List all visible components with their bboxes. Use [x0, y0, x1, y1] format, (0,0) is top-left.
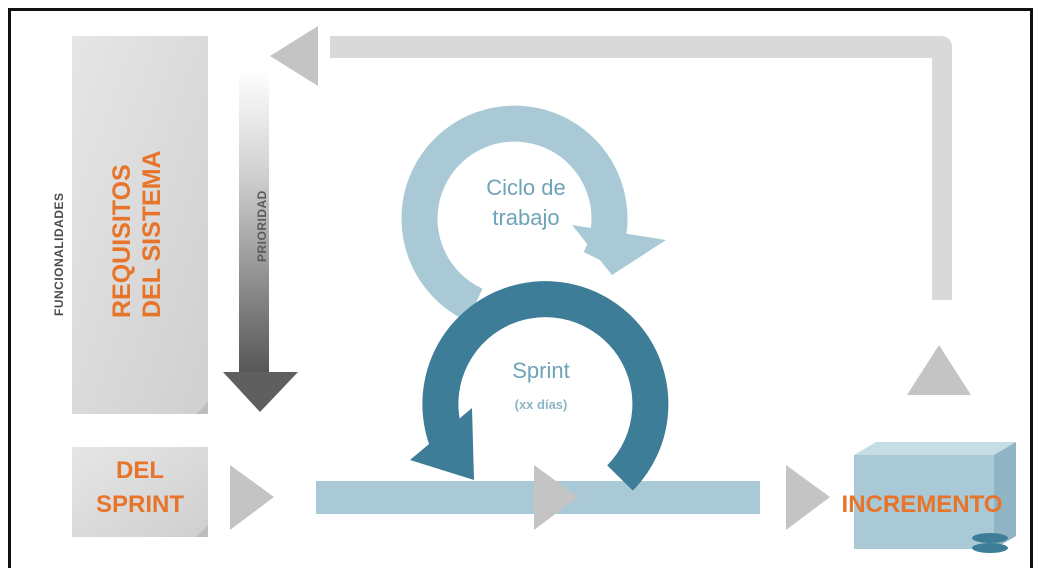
sprint-label: Sprint: [512, 358, 569, 383]
upward-arrow: [907, 345, 971, 395]
incremento-label: INCREMENTO: [842, 491, 1003, 518]
del-sprint-line1: DEL: [116, 457, 164, 484]
sprint-backlog-box: [72, 447, 208, 537]
flow-arrow-2: [534, 465, 578, 530]
sprint-backlog-fold: [196, 525, 208, 537]
sprint-cycle-arrow-head: [410, 408, 474, 480]
product-backlog-box: [72, 36, 208, 414]
flow-arrow-1: [230, 465, 274, 530]
ciclo-label-line1: Ciclo de: [486, 175, 565, 200]
requisitos-title-line2: DEL SISTEMA: [138, 150, 166, 318]
increment-cube-front: [854, 455, 994, 549]
stack-icon: [972, 533, 1008, 553]
requisitos-title-line1: REQUISITOS: [108, 164, 136, 318]
prioridad-label: PRIORIDAD: [255, 190, 269, 262]
sprint-cycle-loop: [422, 281, 669, 491]
feedback-arrow-head: [270, 26, 318, 86]
increment-cube-side: [994, 442, 1016, 549]
sprint-duration-label: (xx días): [515, 397, 568, 412]
flow-arrow-3: [786, 465, 830, 530]
increment-cube-top: [854, 442, 1016, 455]
diagram-frame: [8, 8, 1033, 568]
product-backlog-fold: [196, 402, 208, 414]
funcionalidades-label: FUNCIONALIDADES: [52, 193, 66, 317]
work-cycle-arrow-head: [572, 225, 666, 275]
ciclo-label-line2: trabajo: [492, 205, 559, 230]
priority-arrow-head: [223, 372, 298, 412]
del-sprint-line2: SPRINT: [96, 491, 184, 518]
priority-arrow-shaft: [239, 70, 269, 375]
work-cycle-loop: [401, 105, 628, 322]
